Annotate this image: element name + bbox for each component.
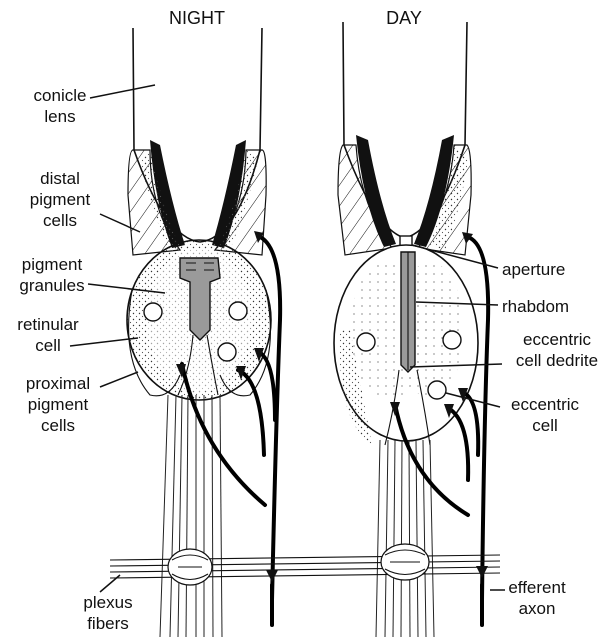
svg-text:cells: cells [41,416,75,435]
svg-text:rhabdom: rhabdom [502,297,569,316]
svg-text:axon: axon [519,599,556,618]
svg-text:lens: lens [44,107,75,126]
night-eccentric-nucleus [218,343,236,361]
title-night: NIGHT [169,8,225,28]
label-plexus-fibers: plexus fibers [83,575,132,633]
svg-text:pigment: pigment [22,255,83,274]
day-nucleus-right [443,331,461,349]
night-nucleus-right [229,302,247,320]
day-eccentric-nucleus [428,381,446,399]
svg-text:plexus: plexus [83,593,132,612]
svg-text:conicle: conicle [34,86,87,105]
svg-text:fibers: fibers [87,614,129,633]
svg-text:pigment: pigment [30,190,91,209]
svg-text:cell dedrite: cell dedrite [516,351,598,370]
label-conicle-lens: conicle lens [34,85,155,126]
label-efferent-axon: efferent axon [490,578,566,618]
svg-text:pigment: pigment [28,395,89,414]
day-nucleus-left [357,333,375,351]
svg-text:granules: granules [19,276,84,295]
svg-text:eccentric: eccentric [511,395,580,414]
svg-text:cell: cell [35,336,61,355]
svg-text:retinular: retinular [17,315,79,334]
svg-text:distal: distal [40,169,80,188]
label-proximal-pigment-cells: proximal pigment cells [26,372,138,435]
day-fiber-bundle [376,440,434,637]
label-eccentric-cell: eccentric cell [446,393,580,435]
svg-text:efferent: efferent [508,578,566,597]
svg-text:cell: cell [532,416,558,435]
night-nucleus-left [144,303,162,321]
label-retinular-cell: retinular cell [17,315,138,355]
label-distal-pigment-cells: distal pigment cells [30,169,140,232]
night-fiber-bundle [160,395,222,637]
svg-text:cells: cells [43,211,77,230]
plexus [110,544,500,625]
svg-text:aperture: aperture [502,260,565,279]
night-ommatidium [127,28,280,637]
svg-text:eccentric: eccentric [523,330,592,349]
svg-text:proximal: proximal [26,374,90,393]
title-day: DAY [386,8,422,28]
